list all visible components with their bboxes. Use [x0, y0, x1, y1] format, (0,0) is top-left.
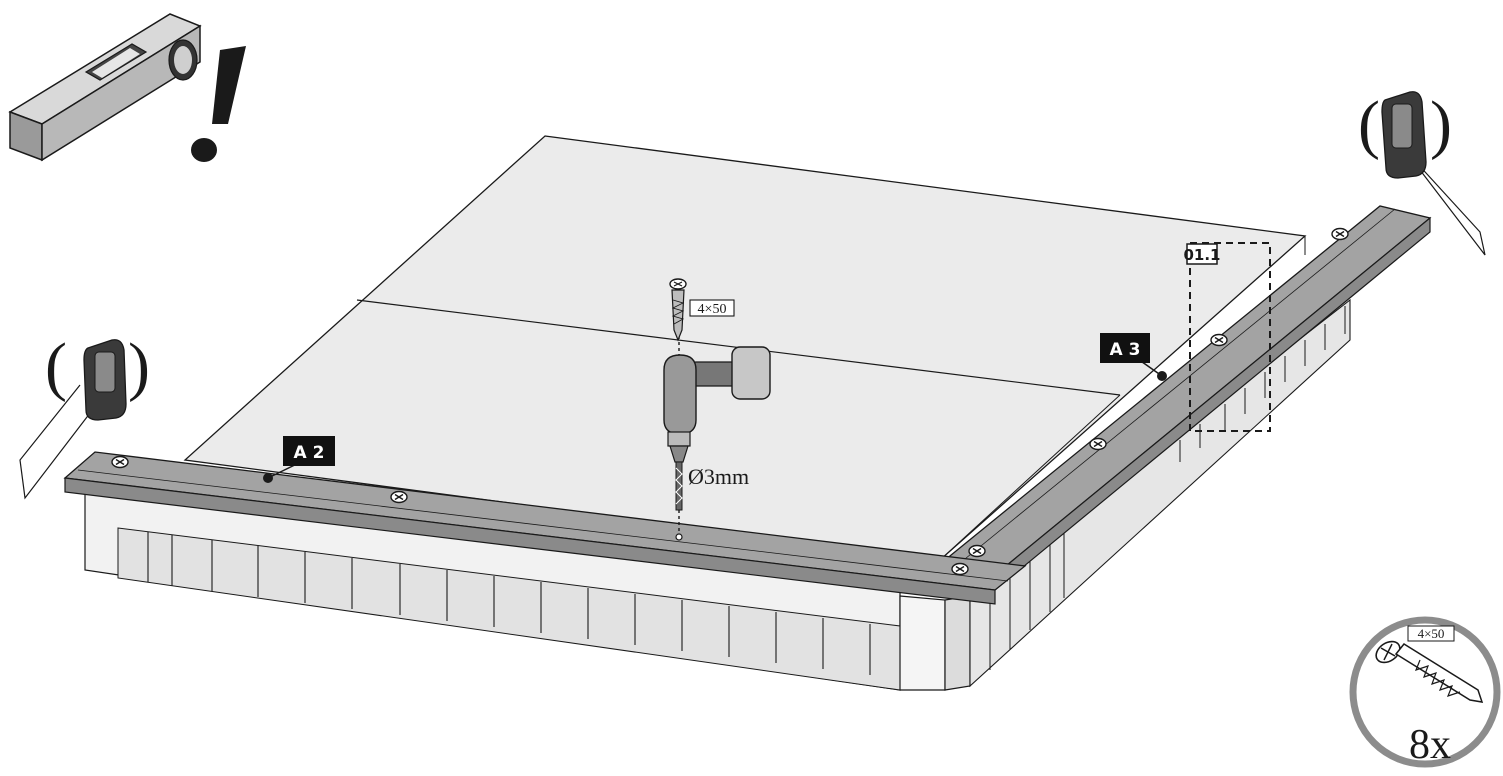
svg-text:): ): [1430, 88, 1452, 161]
svg-text:(: (: [45, 330, 67, 403]
part-label-a2: A 2: [263, 436, 335, 483]
pack-quantity-label: 8x: [1409, 722, 1451, 768]
spirit-level-icon: [8, 13, 202, 162]
rail-a3: [943, 205, 1432, 592]
detail-reference: 01.1: [1183, 242, 1271, 432]
screw-size-label: 4×50: [698, 302, 727, 317]
svg-text:A 3: A 3: [1110, 340, 1141, 360]
svg-text:A 2: A 2: [294, 443, 325, 463]
pack-screw-size-label: 4×50: [1418, 626, 1445, 641]
rail-a2: [63, 451, 1027, 605]
attention-exclamation-icon: [191, 46, 246, 162]
screw-size-box: [689, 299, 735, 317]
svg-text:): ): [128, 330, 150, 403]
svg-text:(: (: [1358, 88, 1380, 161]
clip-icon: ( ): [19, 330, 150, 500]
detail-ref-label: 01.1: [1183, 246, 1220, 264]
screw-icon: [669, 278, 687, 342]
screw-icon: [1375, 640, 1484, 703]
drill-bit-label: Ø3mm: [688, 464, 749, 489]
screw-pack: 4×50 8x: [1349, 616, 1501, 768]
front-skirt: [84, 487, 971, 691]
part-label-a3: A 3: [1100, 333, 1167, 381]
drill-icon: [663, 330, 771, 541]
clip-icon: ( ): [1358, 88, 1486, 256]
